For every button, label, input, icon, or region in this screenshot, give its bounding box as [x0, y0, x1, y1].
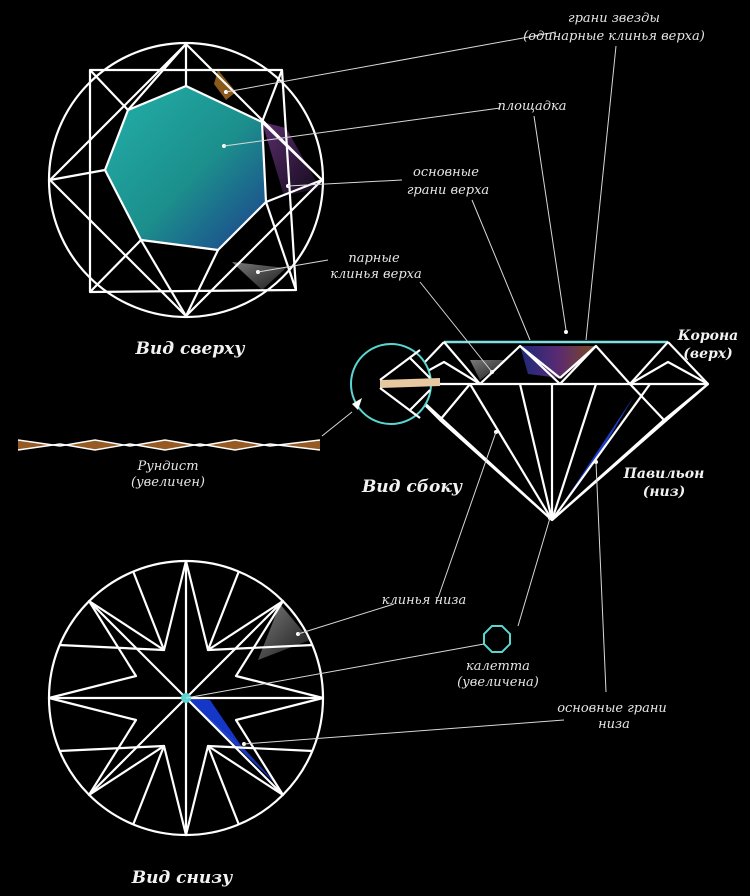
main-crown-facet-highlight [262, 122, 320, 196]
crown-label-2: (верх) [683, 346, 733, 362]
side-view-title: Вид сбоку [361, 477, 463, 497]
crown-table-facet [520, 346, 596, 378]
culet-label-2: (увеличена) [457, 675, 539, 690]
main-pavilion-label-2: низа [598, 717, 630, 732]
star-facets-label-1: грани звезды [568, 11, 660, 26]
main-crown-label-1: основные [413, 165, 479, 180]
pavilion-label-2: (низ) [643, 484, 686, 500]
star-facets-label-2: (одинарные клинья верха) [523, 29, 705, 44]
side-view: Вид сбоку Корона (верх) Павильон (низ) [350, 328, 738, 522]
bottom-view: Вид снизу [47, 559, 325, 888]
table-facet [105, 86, 266, 250]
top-view-title: Вид сверху [135, 339, 246, 359]
girdle-label-1: Рундист [136, 459, 198, 474]
girdle-detail: Рундист (увеличен) [17, 439, 321, 490]
table-label: площадка [498, 99, 567, 114]
main-pavilion-label-1: основные грани [557, 701, 667, 716]
pair-crown-facet-highlight [232, 262, 286, 290]
girdle-label-2: (увеличен) [131, 475, 205, 490]
top-view: Вид сверху [47, 41, 325, 359]
leader-lines [185, 31, 617, 745]
main-crown-label-2: грани верха [407, 183, 489, 198]
annotations: грани звезды (одинарные клинья верха) пл… [330, 11, 705, 732]
pavilion-main-facet [552, 396, 634, 520]
bottom-view-title: Вид снизу [131, 868, 233, 888]
culet-magnified [483, 625, 511, 653]
culet-label-1: калетта [466, 659, 530, 674]
bottom-star-lines [47, 560, 325, 837]
pair-crown-label-1: парные [348, 251, 400, 266]
lower-wedges-label: клинья низа [382, 593, 467, 608]
pavilion-label-1: Павильон [623, 466, 705, 482]
crown-label-1: Корона [677, 328, 738, 344]
pair-crown-label-2: клинья верха [330, 267, 421, 282]
top-table-outline [103, 84, 268, 252]
